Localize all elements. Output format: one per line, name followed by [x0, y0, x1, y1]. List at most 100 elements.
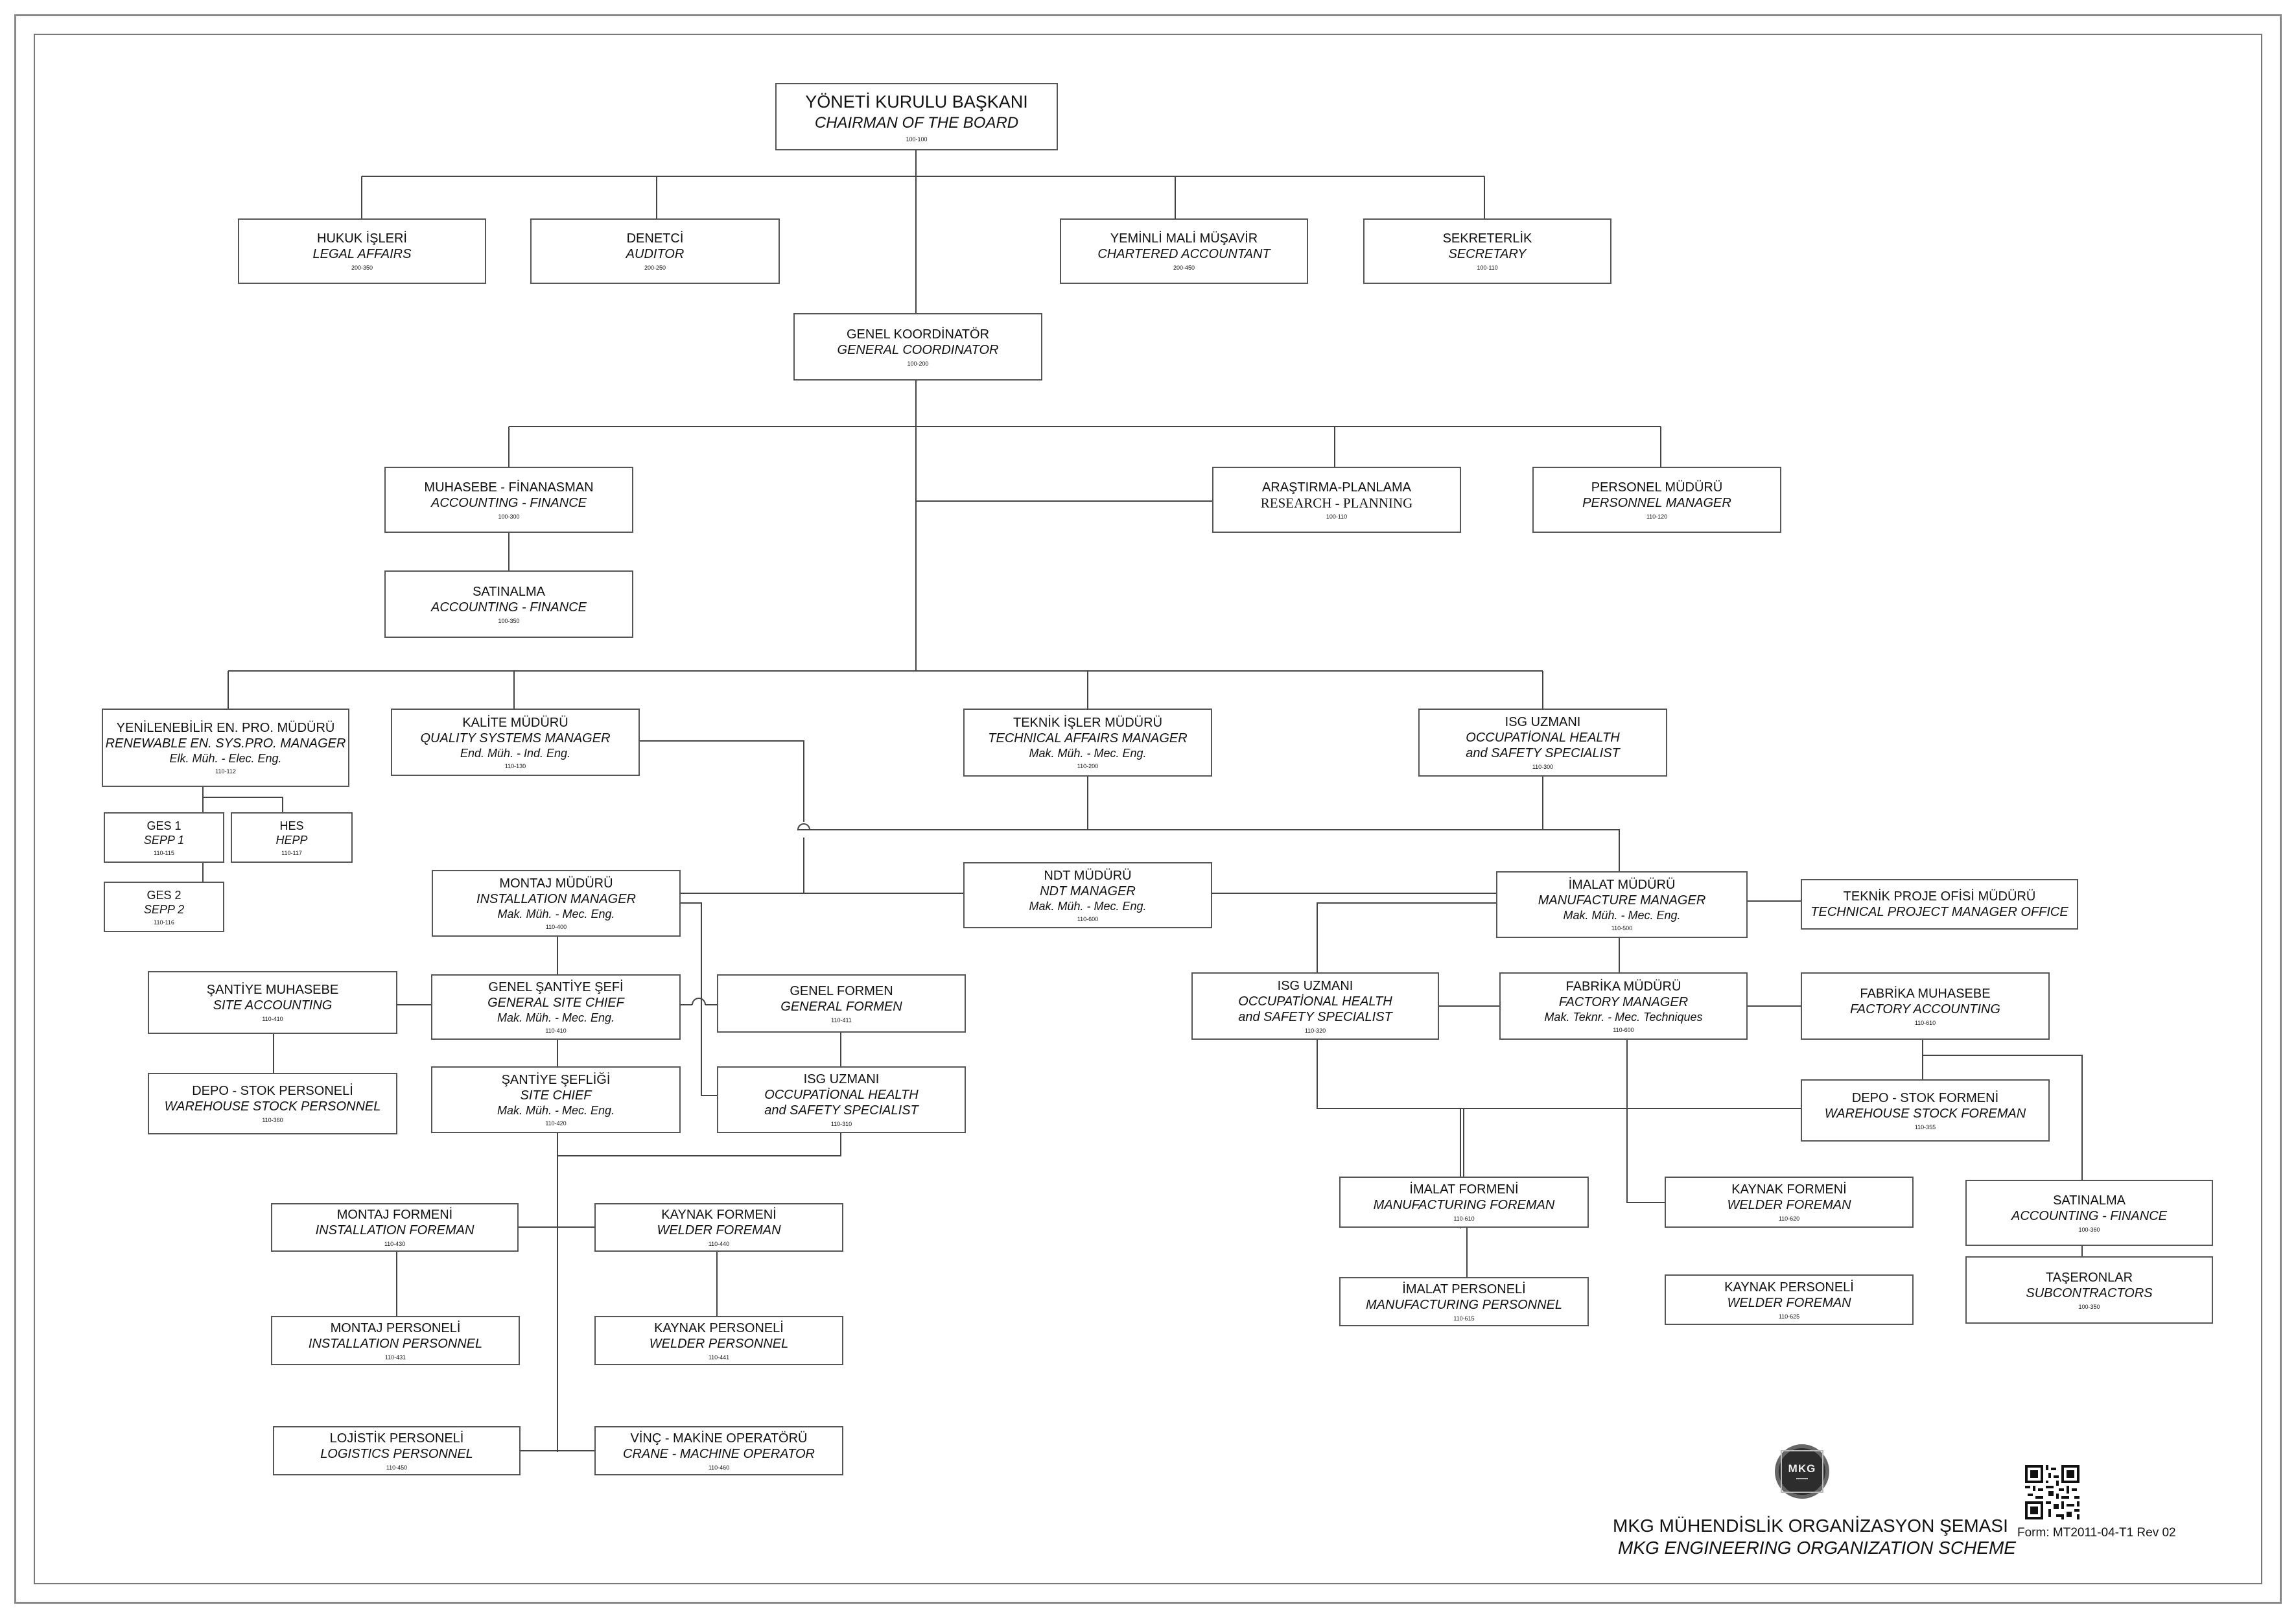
node-installation-personnel-subtitle: INSTALLATION PERSONNEL: [308, 1336, 483, 1351]
node-hes[interactable]: HES HEPP 110-117: [231, 812, 353, 863]
node-factory-accounting-code: 110-610: [1914, 1019, 1936, 1026]
node-auditor[interactable]: DENETCİ AUDITOR 200-250: [530, 218, 780, 284]
node-site-accounting-subtitle: SITE ACCOUNTING: [213, 998, 333, 1013]
node-purchasing-r[interactable]: SATINALMA ACCOUNTING - FINANCE 100-360: [1965, 1180, 2213, 1246]
node-isg-mid[interactable]: ISG UZMANI OCCUPATİONAL HEALTH and SAFET…: [717, 1066, 966, 1133]
node-isg-mid-code: 110-310: [830, 1121, 852, 1127]
node-ndt[interactable]: NDT MÜDÜRÜ NDT MANAGER Mak. Müh. - Mec. …: [963, 862, 1212, 928]
node-factory-accounting[interactable]: FABRİKA MUHASEBE FACTORY ACCOUNTING 110-…: [1801, 972, 2050, 1040]
node-coordinator-title: GENEL KOORDİNATÖR: [846, 327, 990, 342]
node-ges2-code: 110-116: [154, 919, 174, 926]
node-welder-personnel-r[interactable]: KAYNAK PERSONELİ WELDER FOREMAN 110-625: [1665, 1274, 1914, 1325]
node-personnel-subtitle: PERSONNEL MANAGER: [1582, 495, 1731, 510]
node-installation-personnel[interactable]: MONTAJ PERSONELİ INSTALLATION PERSONNEL …: [271, 1316, 520, 1365]
node-installation[interactable]: MONTAJ MÜDÜRÜ INSTALLATION MANAGER Mak. …: [432, 870, 681, 937]
node-renewable-title: YENİLENEBİLİR EN. PRO. MÜDÜRÜ: [116, 721, 335, 735]
node-logistics-code: 110-450: [386, 1464, 408, 1471]
node-installation-foreman-title: MONTAJ FORMENİ: [336, 1208, 453, 1222]
node-quality-code: 110-130: [504, 762, 526, 769]
node-site-chief-title: ŞANTİYE ŞEFLİĞİ: [501, 1073, 611, 1087]
node-ges1-subtitle: SEPP 1: [143, 833, 185, 847]
node-tech-project[interactable]: TEKNİK PROJE OFİSİ MÜDÜRÜ TECHNICAL PROJ…: [1801, 879, 2078, 930]
node-gen-site-chief[interactable]: GENEL ŞANTİYE ŞEFİ GENERAL SITE CHIEF Ma…: [431, 974, 681, 1040]
node-renewable-discipline: Elk. Müh. - Elec. Eng.: [169, 752, 282, 765]
node-logistics[interactable]: LOJİSTİK PERSONELİ LOGISTICS PERSONNEL 1…: [273, 1426, 521, 1475]
node-research[interactable]: ARAŞTIRMA-PLANLAMA RESEARCH - PLANNING 1…: [1212, 467, 1461, 533]
node-factory-manager[interactable]: FABRİKA MÜDÜRÜ FACTORY MANAGER Mak. Tekn…: [1499, 972, 1748, 1040]
node-welder-personnel-r-title: KAYNAK PERSONELİ: [1724, 1280, 1854, 1295]
node-manufacture[interactable]: İMALAT MÜDÜRÜ MANUFACTURE MANAGER Mak. M…: [1496, 871, 1748, 938]
node-warehouse-personnel[interactable]: DEPO - STOK PERSONELİ WAREHOUSE STOCK PE…: [148, 1073, 397, 1134]
node-warehouse-foreman[interactable]: DEPO - STOK FORMENİ WAREHOUSE STOCK FORE…: [1801, 1079, 2050, 1142]
node-legal[interactable]: HUKUK İŞLERİ LEGAL AFFAIRS 200-350: [238, 218, 486, 284]
node-factory-manager-discipline: Mak. Teknr. - Mec. Techniques: [1544, 1010, 1703, 1024]
node-legal-code: 200-350: [351, 264, 373, 271]
node-site-chief-discipline: Mak. Müh. - Mec. Eng.: [497, 1104, 615, 1117]
node-welder-personnel-l-code: 110-441: [708, 1354, 730, 1361]
node-chartered-subtitle: CHARTERED ACCOUNTANT: [1097, 247, 1271, 261]
node-welder-personnel-l[interactable]: KAYNAK PERSONELİ WELDER PERSONNEL 110-44…: [594, 1316, 843, 1365]
node-gen-site-chief-subtitle: GENERAL SITE CHIEF: [487, 996, 624, 1010]
node-warehouse-personnel-title: DEPO - STOK PERSONELİ: [192, 1084, 353, 1098]
node-installation-personnel-code: 110-431: [384, 1354, 406, 1361]
node-accounting[interactable]: MUHASEBE - FİNANASMAN ACCOUNTING - FINAN…: [384, 467, 633, 533]
node-isg-right[interactable]: ISG UZMANI OCCUPATİONAL HEALTH and SAFET…: [1191, 972, 1439, 1040]
node-technical[interactable]: TEKNİK İŞLER MÜDÜRÜ TECHNICAL AFFAIRS MA…: [963, 709, 1212, 777]
node-welder-foreman-r[interactable]: KAYNAK FORMENİ WELDER FOREMAN 110-620: [1665, 1177, 1914, 1228]
node-coordinator[interactable]: GENEL KOORDİNATÖR GENERAL COORDINATOR 10…: [793, 313, 1042, 381]
node-factory-manager-code: 110-600: [1613, 1026, 1634, 1033]
node-isg-right-code: 110-320: [1304, 1027, 1326, 1034]
node-isg-right-subtitle: OCCUPATİONAL HEALTH: [1238, 994, 1392, 1009]
node-ges2-title: GES 2: [146, 888, 182, 902]
node-purchasing-code: 100-350: [498, 617, 520, 624]
node-auditor-code: 200-250: [644, 264, 666, 271]
node-manufacturing-personnel[interactable]: İMALAT PERSONELİ MANUFACTURING PERSONNEL…: [1339, 1277, 1589, 1326]
node-accounting-title: MUHASEBE - FİNANASMAN: [424, 480, 594, 495]
node-welder-foreman-l[interactable]: KAYNAK FORMENİ WELDER FOREMAN 110-440: [594, 1203, 843, 1252]
node-crane-title: VİNÇ - MAKİNE OPERATÖRÜ: [630, 1431, 808, 1446]
node-chartered[interactable]: YEMİNLİ MALİ MÜŞAVİR CHARTERED ACCOUNTAN…: [1060, 218, 1308, 284]
node-secretary-subtitle: SECRETARY: [1448, 247, 1527, 261]
node-chairman[interactable]: YÖNETİ KURULU BAŞKANI CHAIRMAN OF THE BO…: [775, 83, 1058, 150]
node-manufacturing-foreman[interactable]: İMALAT FORMENİ MANUFACTURING FOREMAN 110…: [1339, 1177, 1589, 1228]
node-logistics-subtitle: LOGISTICS PERSONNEL: [320, 1446, 473, 1461]
node-personnel[interactable]: PERSONEL MÜDÜRÜ PERSONNEL MANAGER 110-12…: [1532, 467, 1781, 533]
node-site-accounting[interactable]: ŞANTİYE MUHASEBE SITE ACCOUNTING 110-410: [148, 971, 397, 1034]
node-secretary-title: SEKRETERLİK: [1442, 231, 1532, 246]
node-isg-right-subtitle2: and SAFETY SPECIALIST: [1238, 1009, 1392, 1024]
node-ges1-title: GES 1: [146, 819, 182, 832]
node-logistics-title: LOJİSTİK PERSONELİ: [329, 1431, 464, 1446]
node-quality[interactable]: KALİTE MÜDÜRÜ QUALITY SYSTEMS MANAGER En…: [391, 709, 640, 776]
node-personnel-code: 110-120: [1646, 513, 1668, 520]
node-manufacture-subtitle: MANUFACTURE MANAGER: [1538, 893, 1706, 908]
node-ges1[interactable]: GES 1 SEPP 1 110-115: [104, 812, 224, 863]
node-gen-formen[interactable]: GENEL FORMEN GENERAL FORMEN 110-411: [717, 974, 966, 1033]
node-secretary[interactable]: SEKRETERLİK SECRETARY 100-110: [1363, 218, 1611, 284]
node-research-subtitle: RESEARCH - PLANNING: [1260, 495, 1413, 511]
node-auditor-subtitle: AUDITOR: [626, 247, 685, 261]
node-crane[interactable]: VİNÇ - MAKİNE OPERATÖRÜ CRANE - MACHINE …: [594, 1426, 843, 1475]
node-site-chief-subtitle: SITE CHIEF: [520, 1088, 592, 1103]
node-ges2-subtitle: SEPP 2: [143, 902, 185, 916]
node-purchasing-title: SATINALMA: [473, 584, 545, 599]
node-site-chief[interactable]: ŞANTİYE ŞEFLİĞİ SITE CHIEF Mak. Müh. - M…: [431, 1066, 681, 1133]
node-renewable[interactable]: YENİLENEBİLİR EN. PRO. MÜDÜRÜ RENEWABLE …: [102, 709, 349, 787]
node-chairman-code: 100-100: [906, 135, 928, 143]
node-manufacturing-foreman-subtitle: MANUFACTURING FOREMAN: [1373, 1198, 1555, 1212]
node-purchasing[interactable]: SATINALMA ACCOUNTING - FINANCE 100-350: [384, 570, 633, 638]
node-welder-foreman-r-code: 110-620: [1778, 1215, 1800, 1222]
node-subcontractors[interactable]: TAŞERONLAR SUBCONTRACTORS 100-350: [1965, 1256, 2213, 1324]
node-hes-code: 110-117: [281, 849, 302, 856]
node-isg-top[interactable]: ISG UZMANI OCCUPATİONAL HEALTH and SAFET…: [1418, 709, 1667, 777]
node-warehouse-foreman-code: 110-355: [1914, 1123, 1936, 1131]
company-logo-text: MKG: [1788, 1462, 1816, 1475]
node-quality-discipline: End. Müh. - Ind. Eng.: [460, 746, 571, 760]
node-technical-discipline: Mak. Müh. - Mec. Eng.: [1029, 747, 1147, 760]
node-installation-foreman[interactable]: MONTAJ FORMENİ INSTALLATION FOREMAN 110-…: [271, 1203, 519, 1252]
node-ges2[interactable]: GES 2 SEPP 2 110-116: [104, 882, 224, 932]
node-factory-manager-title: FABRİKA MÜDÜRÜ: [1565, 979, 1681, 994]
outer-frame: [14, 14, 2282, 1604]
node-chairman-title: YÖNETİ KURULU BAŞKANI: [805, 91, 1028, 111]
node-renewable-code: 110-112: [215, 768, 236, 775]
